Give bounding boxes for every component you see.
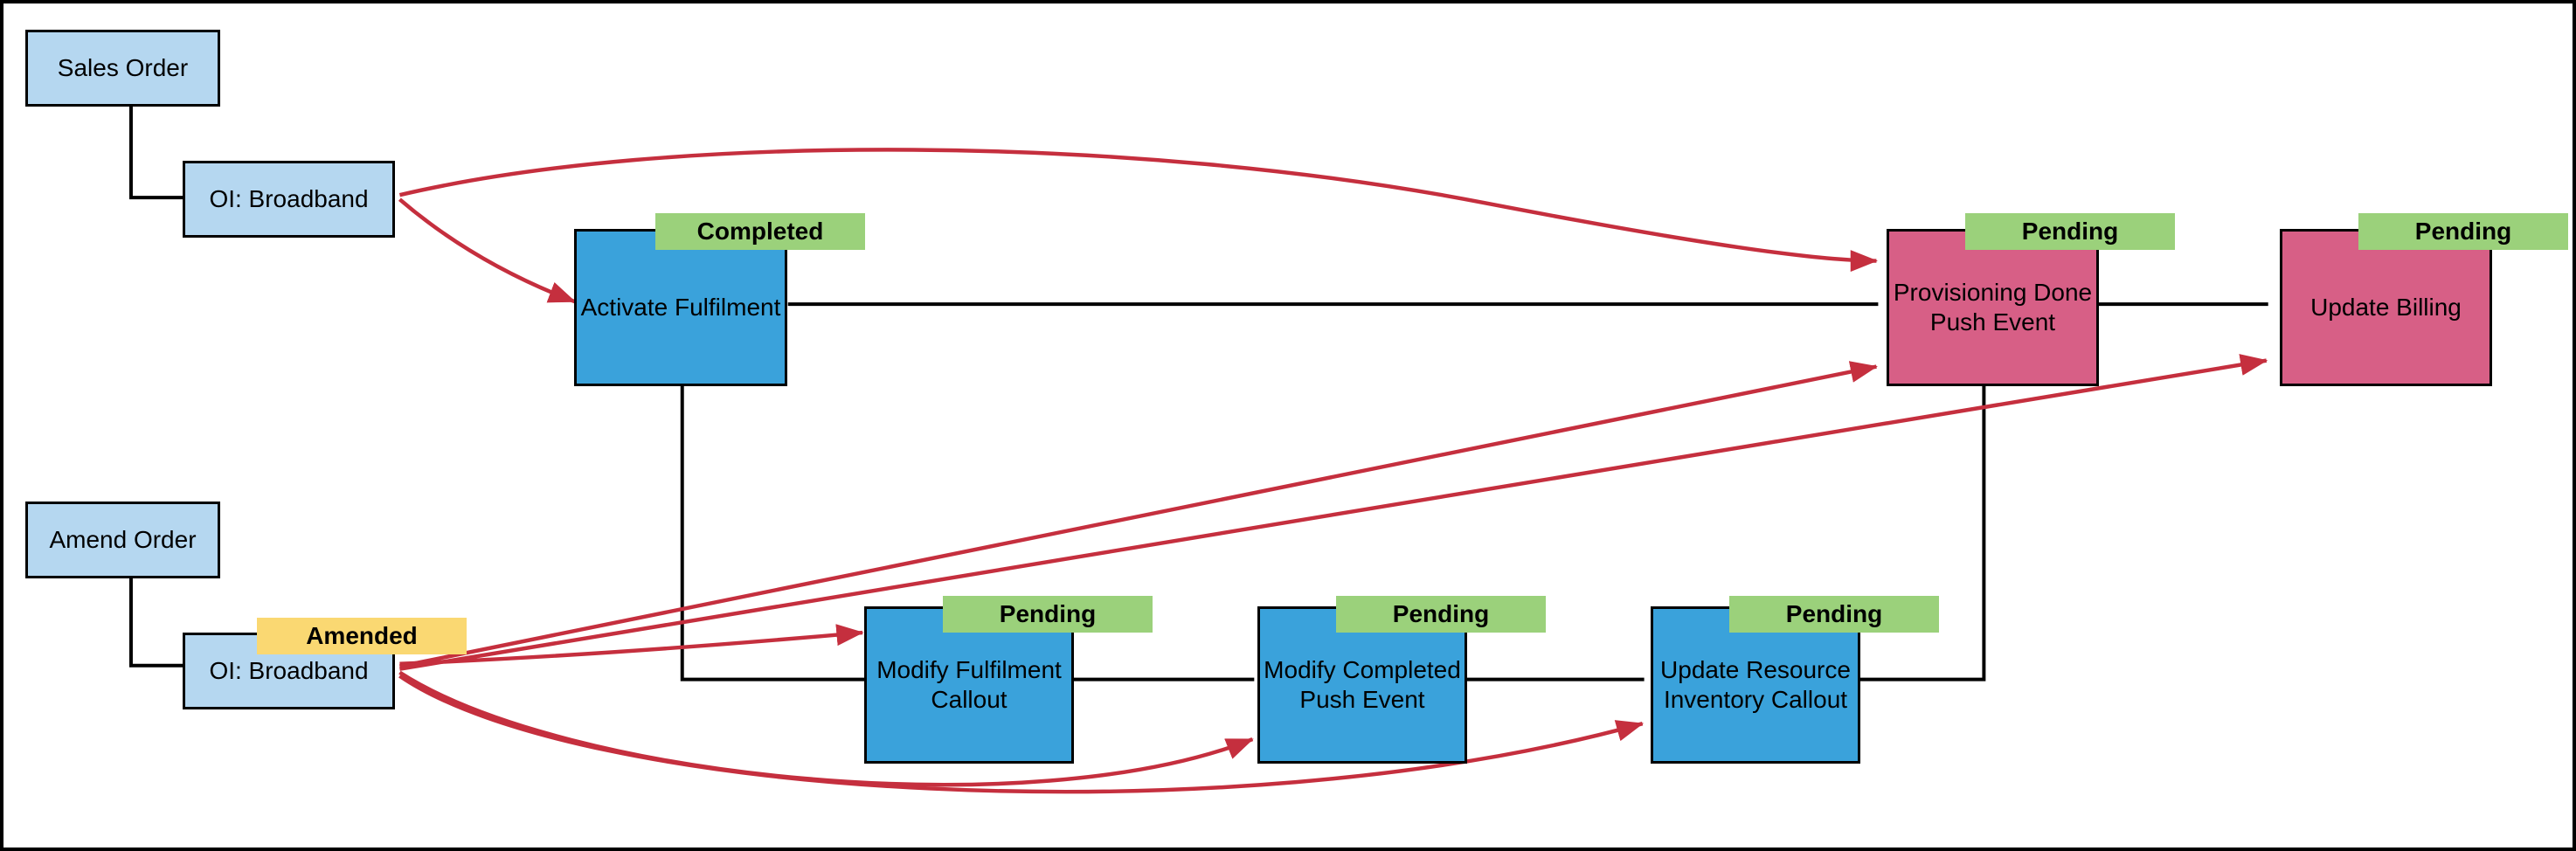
edge-layer <box>128 106 2268 794</box>
status-badge-oi-broadband-bottom[interactable]: Amended <box>257 618 467 654</box>
connector-sales-order-to-oi-broadband-top <box>128 106 189 200</box>
status-badge-label-modify-completed-push-event: Pending <box>1392 600 1490 627</box>
flow-arrow-oi-top-to-activate-fulfilment <box>398 197 577 304</box>
status-badge-modify-completed-push-event[interactable]: Pending <box>1336 596 1546 633</box>
node-label-modify-fulfilment-callout: Modify Fulfilment Callout <box>876 656 1062 713</box>
status-badge-modify-fulfilment-callout[interactable]: Pending <box>943 596 1153 633</box>
connector-amend-order-to-oi-broadband-bottom <box>128 573 189 668</box>
status-badge-label-update-billing: Pending <box>2414 218 2512 245</box>
node-label-oi-broadband-top: OI: Broadband <box>209 185 369 212</box>
node-sales-order[interactable]: Sales Order <box>25 30 220 107</box>
flow-arrow-oi-top-to-provisioning-done <box>398 148 1878 273</box>
node-label-oi-broadband-bottom: OI: Broadband <box>209 657 369 684</box>
status-badge-label-activate-fulfilment: Completed <box>696 218 824 245</box>
status-badge-update-billing[interactable]: Pending <box>2358 213 2568 250</box>
node-provisioning-done-push-event[interactable]: Provisioning Done Push Event <box>1887 229 2099 386</box>
status-badge-label-oi-broadband-bottom: Amended <box>306 622 418 649</box>
node-label-provisioning-done-push-event: Provisioning Done Push Event <box>1893 279 2093 336</box>
status-badge-label-modify-fulfilment-callout: Pending <box>999 600 1097 627</box>
connector-update-resource-inventory-to-provisioning-done <box>1852 384 1986 681</box>
node-amend-order[interactable]: Amend Order <box>25 502 220 578</box>
node-label-sales-order: Sales Order <box>57 54 189 81</box>
node-label-update-resource-inventory-callout: Update Resource Inventory Callout <box>1660 656 1851 713</box>
status-badge-update-resource-inventory-callout[interactable]: Pending <box>1729 596 1939 633</box>
node-activate-fulfilment[interactable]: Activate Fulfilment <box>574 229 787 386</box>
node-modify-completed-push-event[interactable]: Modify Completed Push Event <box>1257 606 1467 764</box>
flow-arrow-group <box>398 148 2268 794</box>
node-label-amend-order: Amend Order <box>49 526 197 553</box>
node-oi-broadband-top[interactable]: OI: Broadband <box>183 161 395 238</box>
connector-activate-fulfilment-to-modify-fulfilment-callout <box>680 383 865 681</box>
node-label-activate-fulfilment: Activate Fulfilment <box>580 294 781 321</box>
status-badge-provisioning-done-push-event[interactable]: Pending <box>1965 213 2175 250</box>
node-update-resource-inventory-callout[interactable]: Update Resource Inventory Callout <box>1651 606 1860 764</box>
flow-arrow-oi-bottom-to-modify-completed <box>398 670 1254 787</box>
node-label-modify-completed-push-event: Modify Completed Push Event <box>1264 656 1461 713</box>
status-badge-label-update-resource-inventory-callout: Pending <box>1785 600 1883 627</box>
status-badge-label-provisioning-done-push-event: Pending <box>2021 218 2119 245</box>
flow-arrow-oi-bottom-to-update-billing <box>399 354 2268 671</box>
node-label-update-billing: Update Billing <box>2310 294 2462 321</box>
flow-arrow-oi-bottom-to-update-resource-inventory <box>398 674 1645 794</box>
node-update-billing[interactable]: Update Billing <box>2280 229 2492 386</box>
status-badge-activate-fulfilment[interactable]: Completed <box>655 213 865 250</box>
node-modify-fulfilment-callout[interactable]: Modify Fulfilment Callout <box>864 606 1074 764</box>
flow-arrow-oi-bottom-to-provisioning-done <box>398 361 1878 668</box>
connector-group <box>128 106 2268 681</box>
